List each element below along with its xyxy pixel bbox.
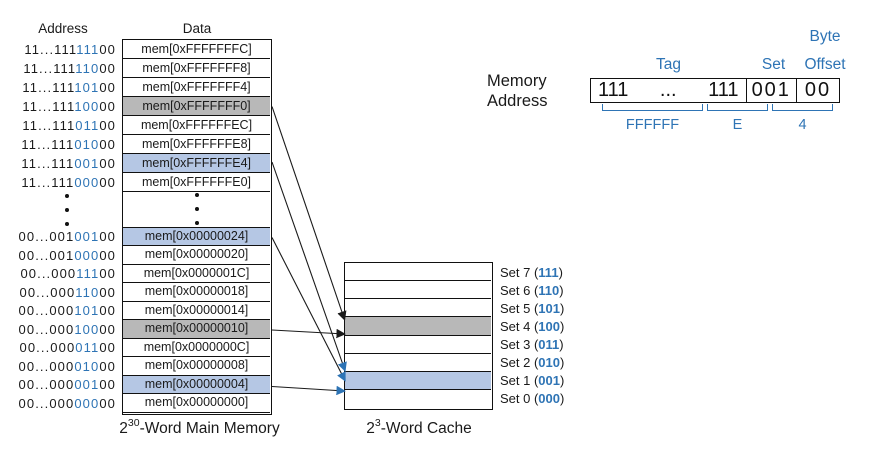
tag-field-label: Tag bbox=[656, 56, 681, 73]
cache-set-label: Set 4 (100) bbox=[500, 318, 565, 334]
cache-set-row bbox=[345, 263, 491, 282]
memory-cell: mem[0x00000008] bbox=[123, 357, 270, 376]
memory-address: 00...00011000 bbox=[19, 284, 116, 300]
hex-group-brace-2 bbox=[707, 104, 768, 111]
cache-set-label: Set 2 (010) bbox=[500, 355, 565, 371]
memory-address-label-line1: Memory bbox=[487, 72, 547, 90]
mapping-arrow-black bbox=[271, 106, 347, 321]
memory-address: 11...11101100 bbox=[22, 118, 116, 133]
memory-address-label: Memory Address bbox=[487, 72, 548, 111]
memory-cell: mem[0x0000001C] bbox=[123, 264, 270, 283]
cache-set-labels: Set 7 (111) Set 6 (110) Set 5 (101) Set 4 (… bbox=[500, 264, 620, 409]
tag-bits-left: 111 bbox=[598, 78, 629, 101]
cache-set-label: Set 5 (101) bbox=[500, 300, 565, 316]
memory-caption: 230-Word Main Memory bbox=[102, 416, 297, 438]
memory-cell: mem[0xFFFFFFE8] bbox=[123, 134, 270, 154]
mapping-arrow-blue bbox=[271, 237, 346, 382]
address-field-box: 111 ... 111 001 00 bbox=[590, 77, 840, 103]
address-vertical-ellipsis-icon bbox=[15, 189, 119, 231]
cache-set-label: Set 0 (000) bbox=[500, 391, 565, 407]
address-column: 11...11111100 11...11111000 11...11110100 1… bbox=[10, 40, 116, 413]
memory-address: 11...11110100 bbox=[22, 80, 116, 95]
cache-set-row bbox=[345, 353, 491, 372]
cache-set-row bbox=[345, 299, 491, 318]
set-field-label: Set bbox=[761, 56, 786, 73]
cache-set-row bbox=[345, 335, 491, 354]
cache-set-label: Set 3 (011) bbox=[500, 337, 564, 352]
mapping-arrow-blue bbox=[271, 385, 346, 396]
cache-set-label: Set 6 (110) bbox=[500, 282, 564, 298]
memory-cell: mem[0x00000020] bbox=[123, 246, 270, 265]
cache-caption: 23-Word Cache bbox=[334, 416, 504, 438]
memory-address: 11...11111100 bbox=[24, 42, 116, 57]
memory-address: 11...11110000 bbox=[22, 99, 116, 114]
memory-table: mem[0xFFFFFFFC]mem[0xFFFFFFF8]mem[0xFFFF… bbox=[122, 38, 272, 415]
address-column-header: Address bbox=[38, 21, 88, 36]
memory-cell: mem[0x00000024] bbox=[123, 227, 270, 246]
tag-bits-ellipsis: ... bbox=[659, 78, 677, 101]
cache-set-row bbox=[345, 389, 491, 408]
memory-vertical-ellipsis-icon bbox=[123, 192, 270, 228]
memory-cell: mem[0xFFFFFFF8] bbox=[123, 58, 270, 78]
memory-cell: mem[0xFFFFFFE0] bbox=[123, 172, 270, 192]
memory-cell: mem[0xFFFFFFF4] bbox=[123, 77, 270, 97]
memory-address: 00...00010000 bbox=[18, 321, 116, 337]
cache-set-label: Set 1 (001) bbox=[500, 373, 565, 389]
data-column-header: Data bbox=[182, 21, 212, 36]
hex-group-label-tag: FFFFFF bbox=[625, 117, 680, 133]
memory-cell: mem[0xFFFFFFFC] bbox=[123, 39, 270, 59]
memory-caption-exponent: 30 bbox=[127, 416, 140, 429]
tag-field-cell: 111 ... 111 bbox=[591, 78, 747, 102]
memory-address: 00...00100000 bbox=[18, 247, 116, 263]
memory-address: 00...00010100 bbox=[18, 303, 116, 318]
set-field-cell: 001 bbox=[747, 78, 797, 102]
memory-cell: mem[0xFFFFFFEC] bbox=[123, 115, 270, 135]
tag-bits-right: 111 bbox=[708, 78, 739, 101]
mapping-arrow-blue bbox=[271, 161, 347, 372]
memory-address: 11...11101000 bbox=[21, 137, 116, 152]
memory-cell: mem[0x0000000C] bbox=[123, 338, 270, 357]
memory-address-label-line2: Address bbox=[487, 91, 548, 110]
hex-group-brace-1 bbox=[602, 104, 703, 111]
hex-group-label-set: E bbox=[732, 117, 743, 133]
memory-caption-text: -Word Main Memory bbox=[139, 419, 280, 437]
memory-address: 00...00011100 bbox=[20, 266, 116, 281]
offset-field-cell: 00 bbox=[804, 78, 832, 101]
memory-address: 00...00000100 bbox=[18, 377, 116, 392]
memory-address: 00...00001000 bbox=[18, 358, 116, 374]
cache-set-row bbox=[345, 371, 491, 390]
memory-address: 00...00100100 bbox=[18, 229, 116, 244]
memory-cell: mem[0x00000010] bbox=[123, 320, 270, 339]
memory-address: 00...00001100 bbox=[19, 340, 116, 355]
memory-address: 00...00000000 bbox=[18, 395, 116, 411]
cache-caption-exponent: 3 bbox=[374, 416, 381, 429]
memory-address: 11...11100100 bbox=[21, 156, 116, 171]
cache-table bbox=[344, 262, 493, 410]
cache-caption-text: -Word Cache bbox=[380, 419, 472, 437]
cache-set-row bbox=[345, 317, 491, 336]
memory-caption-base: 2 bbox=[119, 419, 128, 437]
cache-caption-base: 2 bbox=[366, 419, 375, 437]
memory-cell: mem[0x00000018] bbox=[123, 283, 270, 302]
memory-cell: mem[0xFFFFFFF0] bbox=[123, 96, 270, 116]
offset-field-label: Offset bbox=[804, 56, 846, 73]
memory-cell: mem[0x00000004] bbox=[123, 375, 270, 394]
hex-group-brace-3 bbox=[772, 104, 833, 111]
byte-field-label: Byte bbox=[809, 28, 841, 45]
cache-set-label: Set 7 (111) bbox=[500, 264, 563, 280]
hex-group-label-offset: 4 bbox=[798, 117, 807, 133]
cache-set-row bbox=[345, 281, 491, 300]
memory-address: 11...11100000 bbox=[21, 175, 116, 190]
memory-cell: mem[0x00000000] bbox=[123, 394, 270, 413]
memory-cell: mem[0x00000014] bbox=[123, 301, 270, 320]
memory-address: 11...11111000 bbox=[23, 61, 116, 76]
mapping-arrow-black bbox=[271, 328, 346, 339]
memory-cell: mem[0xFFFFFFE4] bbox=[123, 153, 270, 173]
